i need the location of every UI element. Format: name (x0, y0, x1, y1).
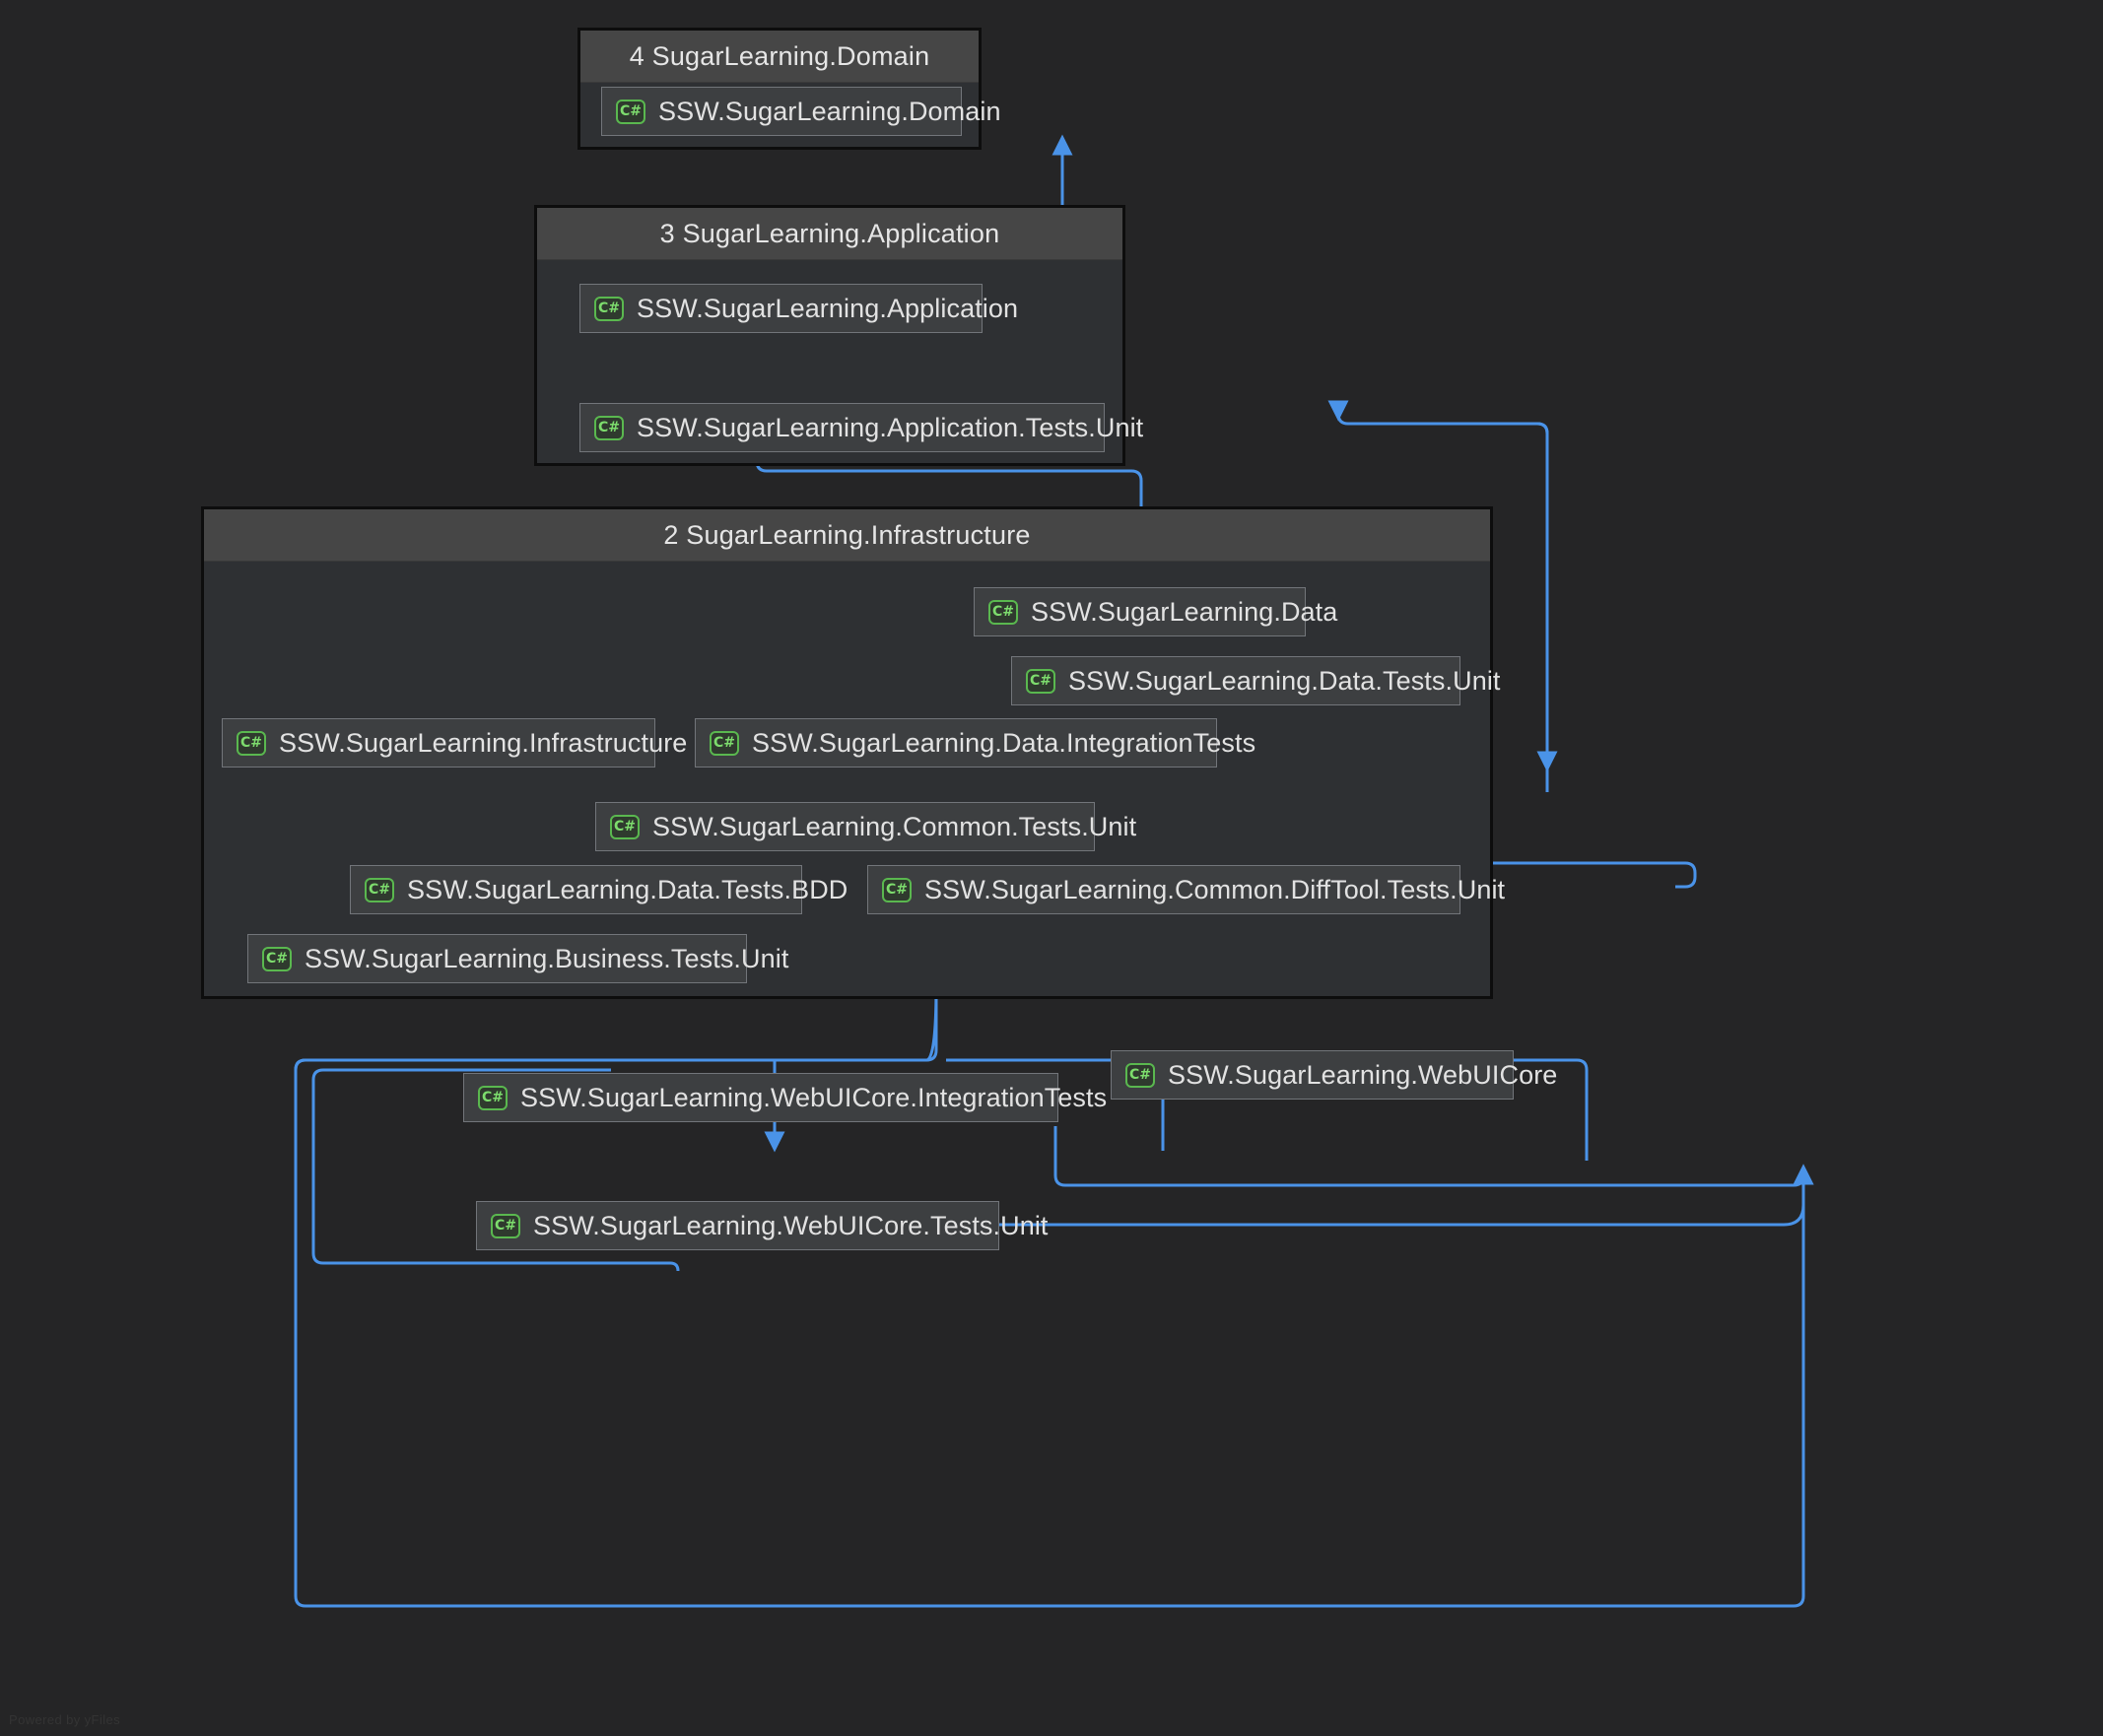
node-ssw-sugarlearning-application[interactable]: C# SSW.SugarLearning.Application (579, 284, 1018, 333)
node-ssw-sugarlearning-data-tests-bdd[interactable]: C# SSW.SugarLearning.Data.Tests.BDD (350, 865, 848, 914)
node-ssw-sugarlearning-webuicore-tests-unit[interactable]: C# SSW.SugarLearning.WebUICore.Tests.Uni… (476, 1201, 1048, 1250)
node-label: SSW.SugarLearning.WebUICore (1168, 1059, 1558, 1090)
csharp-icon: C# (594, 296, 624, 321)
csharp-icon: C# (594, 415, 624, 440)
node-ssw-sugarlearning-infrastructure[interactable]: C# SSW.SugarLearning.Infrastructure (222, 718, 687, 768)
node-label: SSW.SugarLearning.Data.Tests.Unit (1068, 665, 1501, 696)
group-infrastructure-title: 2 SugarLearning.Infrastructure (204, 509, 1490, 562)
node-ssw-sugarlearning-common-tests-unit[interactable]: C# SSW.SugarLearning.Common.Tests.Unit (595, 802, 1136, 851)
node-label: SSW.SugarLearning.Data.Tests.BDD (407, 874, 848, 904)
group-application-title: 3 SugarLearning.Application (537, 208, 1122, 260)
node-label: SSW.SugarLearning.Application.Tests.Unit (637, 412, 1144, 442)
node-ssw-sugarlearning-webuicore[interactable]: C# SSW.SugarLearning.WebUICore (1111, 1050, 1557, 1100)
csharp-icon: C# (491, 1213, 520, 1238)
node-ssw-sugarlearning-business-tests-unit[interactable]: C# SSW.SugarLearning.Business.Tests.Unit (247, 934, 788, 983)
node-ssw-sugarlearning-data-integrationtests[interactable]: C# SSW.SugarLearning.Data.IntegrationTes… (695, 718, 1255, 768)
node-ssw-sugarlearning-common-difftool-tests-unit[interactable]: C# SSW.SugarLearning.Common.DiffTool.Tes… (867, 865, 1505, 914)
csharp-icon: C# (365, 877, 394, 902)
group-domain-title: 4 SugarLearning.Domain (580, 31, 979, 83)
node-ssw-sugarlearning-domain[interactable]: C# SSW.SugarLearning.Domain (601, 87, 1000, 136)
csharp-icon: C# (237, 730, 266, 756)
edge-webuitests-to-webuicore (999, 1164, 1814, 1227)
csharp-icon: C# (882, 877, 912, 902)
yfiles-watermark: Powered by yFiles (9, 1712, 121, 1727)
node-label: SSW.SugarLearning.Infrastructure (279, 727, 688, 758)
edge-webuiintegration-to-webuicore (1053, 1126, 1814, 1187)
node-label: SSW.SugarLearning.Common.DiffTool.Tests.… (924, 874, 1506, 904)
node-label: SSW.SugarLearning.Common.Tests.Unit (652, 811, 1137, 841)
csharp-icon: C# (1125, 1062, 1155, 1088)
node-ssw-sugarlearning-webuicore-integrationtests[interactable]: C# SSW.SugarLearning.WebUICore.Integrati… (463, 1073, 1107, 1122)
csharp-icon: C# (1026, 668, 1055, 694)
csharp-icon: C# (610, 814, 640, 839)
csharp-icon: C# (710, 730, 739, 756)
node-label: SSW.SugarLearning.Data.IntegrationTests (752, 727, 1256, 758)
node-label: SSW.SugarLearning.WebUICore.Tests.Unit (533, 1210, 1049, 1240)
node-label: SSW.SugarLearning.Data (1031, 596, 1338, 627)
csharp-icon: C# (988, 599, 1018, 625)
node-ssw-sugarlearning-data[interactable]: C# SSW.SugarLearning.Data (974, 587, 1337, 636)
node-ssw-sugarlearning-application-tests-unit[interactable]: C# SSW.SugarLearning.Application.Tests.U… (579, 403, 1143, 452)
csharp-icon: C# (478, 1085, 508, 1110)
csharp-icon: C# (616, 99, 645, 124)
node-label: SSW.SugarLearning.Application (637, 293, 1019, 323)
csharp-icon: C# (262, 946, 292, 971)
node-label: SSW.SugarLearning.WebUICore.IntegrationT… (520, 1082, 1108, 1112)
node-label: SSW.SugarLearning.Business.Tests.Unit (305, 943, 789, 973)
node-ssw-sugarlearning-data-tests-unit[interactable]: C# SSW.SugarLearning.Data.Tests.Unit (1011, 656, 1500, 705)
node-label: SSW.SugarLearning.Domain (658, 96, 1001, 126)
